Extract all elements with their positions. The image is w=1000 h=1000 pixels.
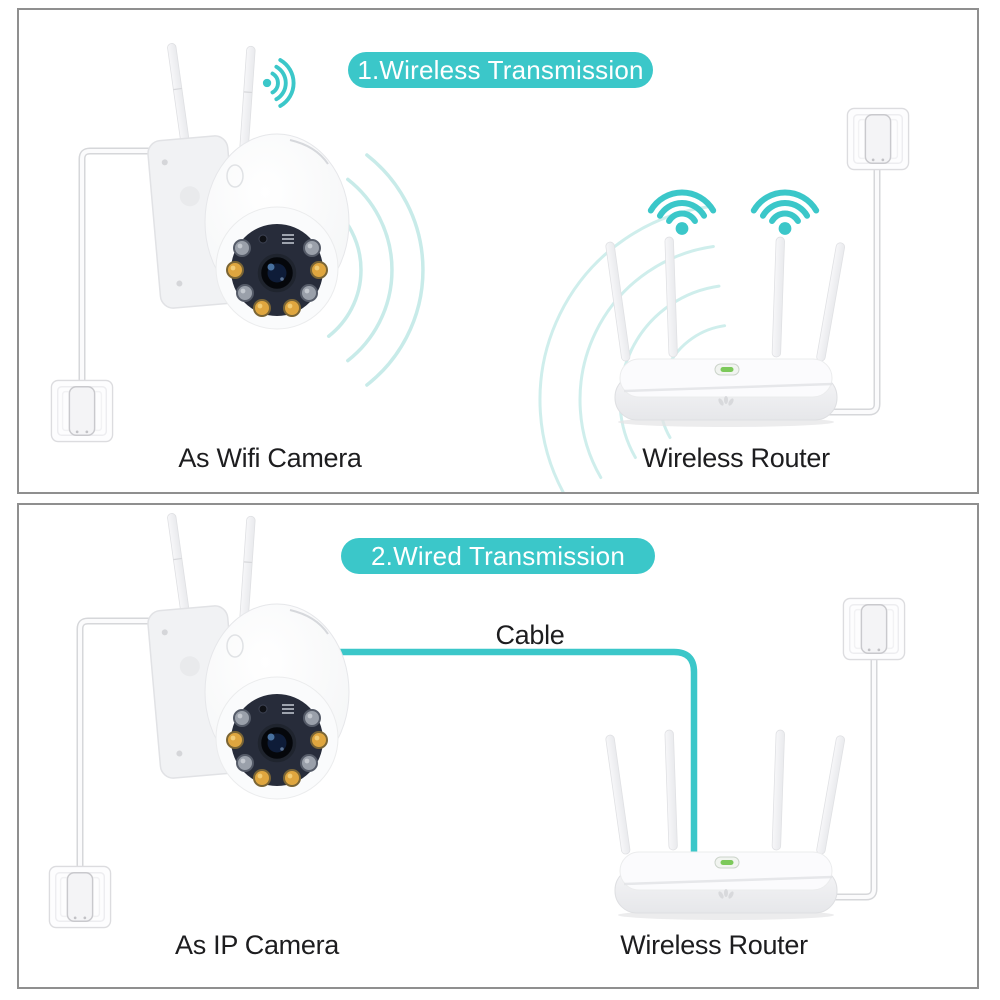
- power-outlet-left-2: [47, 864, 113, 930]
- router-wifi-signal-icon-left: [644, 182, 720, 239]
- section-title-wireless: 1.Wireless Transmission: [348, 52, 653, 88]
- router-label-1: Wireless Router: [642, 443, 830, 473]
- panel-1-border: [17, 8, 979, 494]
- cable-label: Cable: [495, 620, 565, 650]
- section-title-wired: 2.Wired Transmission: [341, 538, 655, 574]
- power-outlet-left-1: [49, 378, 115, 444]
- panel-2-border: [17, 503, 979, 989]
- camera-label-1: As Wifi Camera: [178, 443, 362, 473]
- wifi-camera-figure-1: [132, 36, 366, 336]
- router-label-2: Wireless Router: [620, 930, 808, 960]
- camera2-power-cable: [76, 617, 174, 871]
- wifi-camera-figure-2: [132, 506, 366, 806]
- router-wifi-signal-icon-right: [747, 182, 823, 239]
- wireless-router-figure-2: [598, 728, 890, 923]
- ethernet-cable: [339, 648, 698, 860]
- power-outlet-right-1: [845, 106, 911, 172]
- camera-wifi-signal-icon: [257, 57, 301, 109]
- camera1-power-cable: [78, 147, 174, 385]
- router2-power-cable: [819, 652, 878, 901]
- wireless-router-figure-1: [598, 235, 890, 430]
- router1-power-cable: [822, 164, 881, 416]
- camera-label-2: As IP Camera: [175, 930, 339, 960]
- power-outlet-right-2: [841, 596, 907, 662]
